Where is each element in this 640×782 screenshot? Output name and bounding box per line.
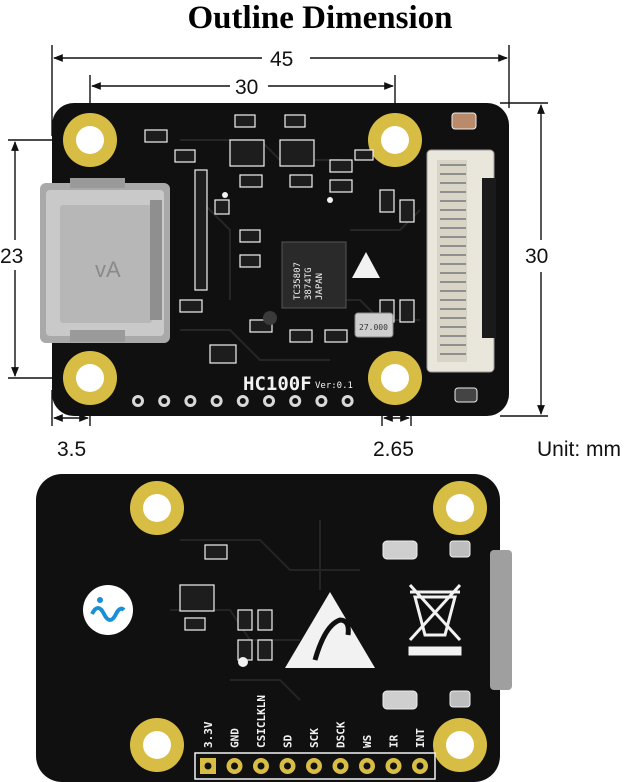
waveshare-logo-icon [83, 585, 133, 635]
board-version: Ver:0.1 [315, 381, 353, 391]
mounting-hole-top-right [368, 113, 422, 167]
hdmi-connector: vA [40, 178, 170, 343]
pin-label: 3.3V [202, 721, 215, 748]
chip-text-1: TC35807 [293, 262, 303, 300]
connector-label: vA [95, 257, 121, 282]
board-model: HC100F [243, 373, 312, 395]
dimension-lines [8, 45, 548, 426]
back-mounting-hole-bottom-left [130, 718, 184, 772]
mounting-hole-bottom-right [368, 351, 422, 405]
back-mounting-hole-bottom-right [433, 718, 487, 772]
back-mounting-hole-top-left [130, 481, 184, 535]
pin-label: IR [388, 734, 401, 748]
diagram-title: Outline Dimension [187, 0, 453, 36]
esd-warning-icon [352, 252, 380, 278]
pin-label: DSCK [335, 721, 348, 748]
dim-overall-height: 30 [525, 245, 548, 268]
esd-warning-large-icon [285, 592, 375, 668]
crystal-label: 27.000 [359, 323, 388, 332]
dim-hole-spacing-horizontal: 30 [235, 76, 258, 99]
pin-label: SCK [308, 728, 321, 748]
chip-text-2: 3874TG [304, 267, 314, 300]
pin-label: INT [414, 728, 427, 748]
dim-left-offset: 3.5 [57, 438, 86, 461]
back-mounting-hole-top-right [433, 481, 487, 535]
back-board: 3.3V GND CSICLKLN SD SCK DSCK WS IR INT [36, 474, 512, 782]
weee-bin-icon [408, 583, 462, 656]
mounting-hole-top-left [63, 113, 117, 167]
pin-label: SD [282, 734, 295, 748]
main-chip: TC35807 3874TG JAPAN [281, 241, 347, 309]
fpc-connector [426, 149, 496, 373]
pin-label: CSICLKLN [255, 695, 268, 748]
pin-label: WS [361, 735, 374, 748]
dim-right-offset: 2.65 [373, 438, 414, 461]
unit-label: Unit: mm [537, 438, 621, 461]
chip-text-3: JAPAN [315, 273, 325, 300]
pin-label: GND [229, 728, 242, 748]
front-board: vA TC35807 3874TG JAPAN [40, 103, 509, 416]
dim-overall-width: 45 [270, 48, 293, 71]
mounting-hole-bottom-left [63, 351, 117, 405]
crystal-oscillator: 27.000 [354, 312, 394, 338]
dim-hole-spacing-vertical: 23 [0, 245, 23, 268]
